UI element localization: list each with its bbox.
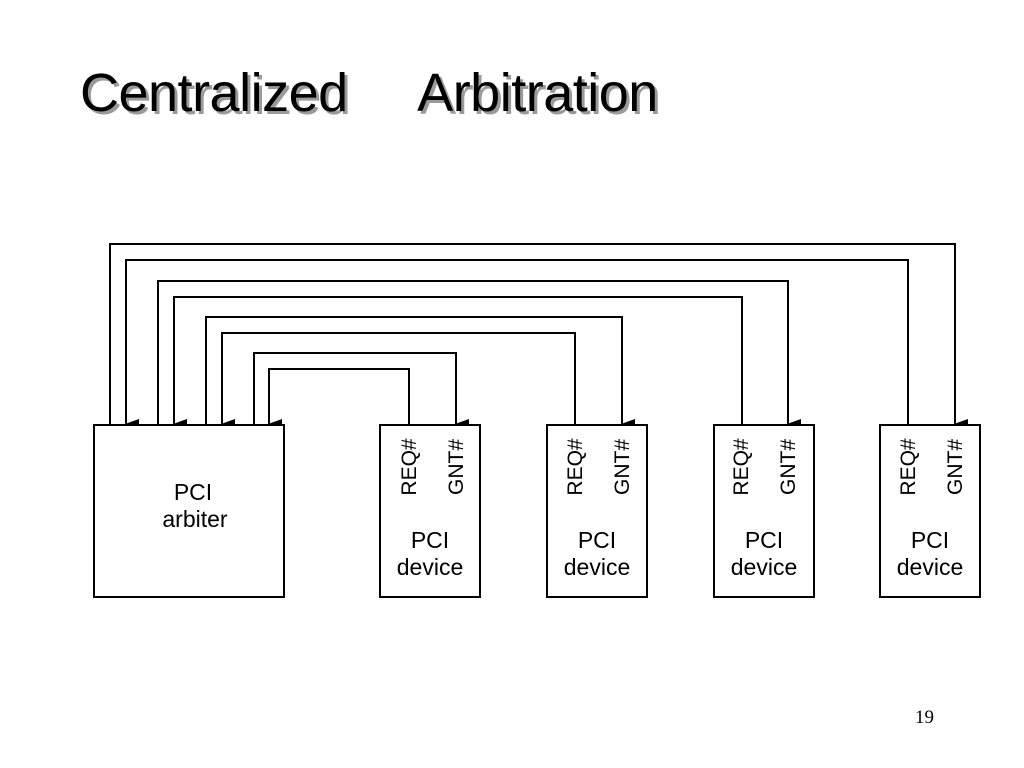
- pci-device-3-req-label: REQ#: [730, 438, 753, 496]
- pci-arbiter-label-line2: arbiter: [162, 506, 228, 532]
- req-wire-device-3: [173, 296, 743, 429]
- pci-device-3: REQ# GNT# PCI device: [713, 424, 815, 598]
- pci-device-4: REQ# GNT# PCI device: [879, 424, 981, 598]
- pci-device-2: REQ# GNT# PCI device: [546, 424, 648, 598]
- pci-device-1: REQ# GNT# PCI device: [379, 424, 481, 598]
- pci-device-2-box: [546, 424, 648, 598]
- req-wire-device-2: [221, 332, 576, 429]
- pci-device-1-req-label: REQ#: [398, 438, 421, 496]
- pci-device-1-label-line2: device: [397, 554, 463, 580]
- pci-device-4-label-line2: device: [897, 554, 963, 580]
- req-wire-device-1: [268, 368, 410, 429]
- pci-device-4-box: [879, 424, 981, 598]
- gnt-wire-device-4: [109, 243, 968, 429]
- pci-device-3-gnt-label: GNT#: [777, 439, 800, 495]
- slide-title: Centralized Arbitration: [80, 63, 658, 123]
- pci-device-2-req-label: REQ#: [564, 438, 587, 496]
- page-number: 19: [915, 707, 934, 728]
- pci-device-2-gnt-label: GNT#: [611, 439, 634, 495]
- pci-device-1-box: [379, 424, 481, 598]
- pci-arbiter-box: [93, 424, 285, 598]
- pci-device-4-gnt-label: GNT#: [944, 439, 967, 495]
- pci-device-3-box: [713, 424, 815, 598]
- req-wire-device-4: [125, 259, 909, 429]
- pci-device-4-req-label: REQ#: [897, 438, 920, 496]
- pci-device-1-gnt-label: GNT#: [445, 439, 468, 495]
- gnt-wire-device-1: [253, 352, 469, 429]
- pci-device-3-label-line2: device: [731, 554, 797, 580]
- gnt-wire-device-2: [205, 316, 635, 429]
- pci-arbiter-label-line1: PCI: [174, 479, 212, 505]
- pci-device-2-label-line2: device: [564, 554, 630, 580]
- pci-device-4-label-line1: PCI: [911, 527, 949, 553]
- pci-arbiter: PCI arbiter: [93, 424, 285, 598]
- pci-device-2-label-line1: PCI: [578, 527, 616, 553]
- pci-device-3-label-line1: PCI: [745, 527, 783, 553]
- pci-device-1-label-line1: PCI: [411, 527, 449, 553]
- gnt-wire-device-3: [157, 280, 801, 429]
